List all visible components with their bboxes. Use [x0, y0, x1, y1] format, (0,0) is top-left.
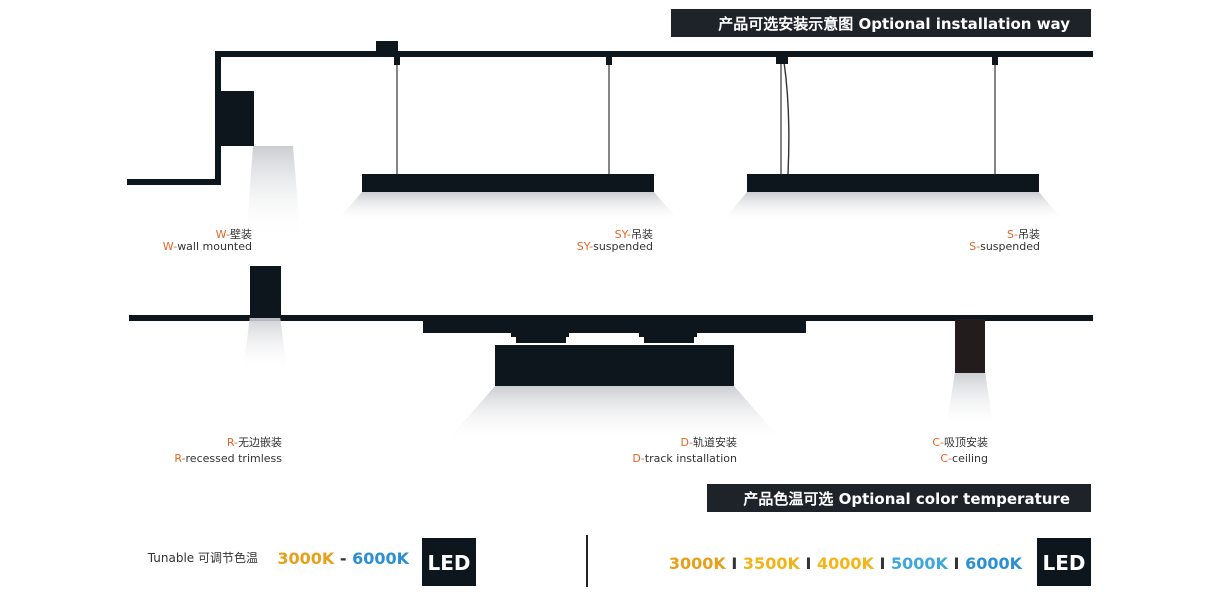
ceiling-mounted-fixture — [955, 319, 985, 373]
wall-mounted-fixture — [221, 91, 254, 146]
s-suspended-fixture — [747, 174, 1039, 192]
led-badge-tunable-text: LED — [427, 551, 470, 575]
label-s-cn: S-吊装 — [1007, 228, 1040, 241]
install-title: 产品可选安装示意图 Optional installation way — [718, 15, 1070, 33]
label-wall-en: W-wall mounted — [163, 240, 252, 253]
label-track-cn: D-轨道安装 — [681, 435, 737, 449]
track-adapter-left — [639, 324, 697, 337]
temps-fixed: 3000K I 3500K I 4000K I 5000K I 6000K — [669, 554, 1023, 573]
color-title: 产品色温可选 Optional color temperature — [743, 490, 1070, 508]
label-recessed-cn: R-无边嵌装 — [227, 436, 282, 449]
s-cable-clip-left — [992, 57, 998, 65]
track-light-beam — [446, 386, 783, 442]
track-fixture — [495, 345, 734, 386]
sy-cable-clip-left — [606, 57, 612, 65]
s-canopy — [776, 57, 788, 64]
mirrored-artwork — [127, 9, 1093, 587]
label-wall-cn: W-壁装 — [216, 227, 252, 241]
tunable-label: Tunable 可调节色温 — [147, 551, 258, 565]
ceiling-line-bottom — [129, 315, 1093, 321]
label-ceiling-en: C-ceiling — [940, 452, 988, 465]
color-title-bar — [707, 484, 1091, 512]
ceiling-light-beam — [946, 372, 994, 430]
recessed-light-beam — [243, 316, 287, 372]
s-power-cord — [783, 61, 790, 175]
led-badge-tunable — [422, 538, 476, 586]
track-connector-left — [644, 337, 694, 343]
track-rail — [423, 319, 806, 333]
track-adapter-right — [511, 324, 569, 337]
label-track-en: D-track installation — [632, 452, 737, 465]
label-recessed-en: R-recessed trimless — [174, 452, 282, 465]
led-badge-fixed-text: LED — [1042, 551, 1085, 575]
install-title-bar — [671, 9, 1091, 37]
label-sy-en: SY-suspended — [577, 240, 653, 253]
ceiling-junction-box — [376, 41, 398, 53]
sy-cable-clip-right — [394, 57, 400, 65]
recessed-fixture — [250, 266, 281, 318]
temps-tunable: 3000K - 6000K — [277, 549, 409, 568]
wall-line-right — [127, 179, 221, 185]
label-s-en: S-suspended — [969, 240, 1040, 253]
wall-light-beam — [246, 146, 301, 240]
led-badge-fixed — [1037, 538, 1091, 586]
label-ceiling-cn: C-吸顶安装 — [932, 435, 988, 449]
sy-suspended-fixture — [362, 174, 654, 192]
ceiling-wall-post — [215, 51, 221, 185]
sy-light-beam — [336, 192, 680, 222]
ceiling-line-top — [215, 51, 1093, 57]
s-light-beam — [722, 192, 1064, 222]
label-sy-cn: SY-吊装 — [615, 228, 653, 241]
divider-line — [586, 535, 588, 587]
track-connector-right — [516, 337, 566, 343]
